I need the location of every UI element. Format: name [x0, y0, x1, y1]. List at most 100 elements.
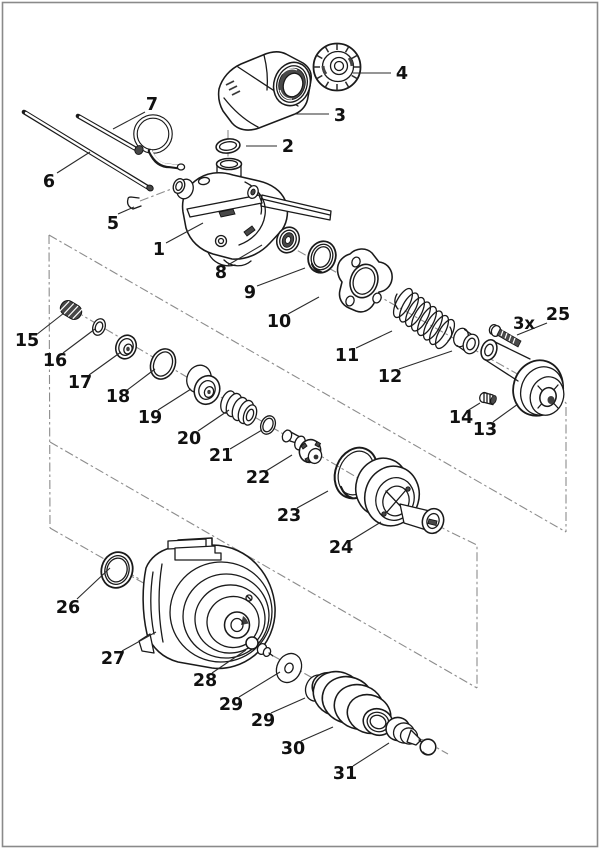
- callout-22: 22: [246, 468, 270, 488]
- part-14-plug-screw: [479, 391, 497, 406]
- part-12-bushing: [453, 327, 480, 355]
- part-20-ribbed-barrel: [220, 390, 258, 426]
- leader-29a: [238, 671, 281, 698]
- callout-29b: 29: [251, 711, 275, 731]
- leader-23: [296, 490, 329, 509]
- callout-29a: 29: [219, 695, 243, 715]
- callout-9: 9: [244, 283, 256, 303]
- part-16-washer: [92, 318, 106, 336]
- leader-25: [516, 322, 548, 336]
- leader-lines: [35, 72, 548, 767]
- callout-25: 25: [546, 305, 570, 325]
- axis-frame-mid: [49, 441, 478, 689]
- part-2-oring: [215, 138, 241, 154]
- leader-17: [88, 351, 122, 376]
- callout-15: 15: [15, 331, 39, 351]
- part-9-seal-ring: [307, 240, 337, 274]
- leader-18: [125, 368, 156, 392]
- callout-10: 10: [267, 312, 291, 332]
- part-28-ball-fitting: [245, 636, 274, 658]
- part-21-oring: [259, 415, 277, 435]
- leader-14: [466, 402, 481, 412]
- axis-frame-left: [48, 234, 51, 529]
- part-7-hose: [75, 113, 186, 171]
- leader-20: [197, 409, 230, 432]
- leader-11: [355, 330, 393, 349]
- callout-6: 6: [43, 172, 55, 192]
- leader-22: [265, 454, 293, 472]
- leader-31: [352, 742, 390, 767]
- leader-6: [56, 151, 91, 174]
- callout-28: 28: [193, 671, 217, 691]
- callout-14: 14: [449, 408, 473, 428]
- leader-27: [121, 631, 157, 652]
- callout-21: 21: [209, 446, 233, 466]
- part-4-cap: [312, 42, 362, 92]
- leader-9: [256, 267, 306, 287]
- part-24-bearing-hub: [354, 457, 445, 535]
- callout-30: 30: [281, 739, 305, 759]
- callout-12: 12: [378, 367, 402, 387]
- part-30-bellows: [311, 670, 394, 737]
- part-26-seal-ring: [100, 551, 134, 589]
- callout-19: 19: [138, 408, 162, 428]
- leader-16: [62, 328, 96, 354]
- quantity-label-3x: 3x: [513, 314, 535, 333]
- callout-1: 1: [153, 240, 165, 260]
- leader-1: [165, 222, 204, 244]
- callout-3: 3: [334, 106, 346, 126]
- part-18-oring: [149, 348, 177, 380]
- callout-2: 2: [282, 137, 294, 157]
- axis-clip: [139, 187, 175, 202]
- part-1-pump-body: [172, 157, 332, 267]
- part-6-suction-tube: [21, 109, 154, 192]
- leader-13: [492, 403, 519, 423]
- part-15-spring: [59, 300, 83, 320]
- callout-labels: 1 2 3 4 5 6 7 8 9 10 11 12 13 14 15 16 1…: [15, 64, 570, 784]
- callout-17: 17: [68, 373, 92, 393]
- callout-23: 23: [277, 506, 301, 526]
- callout-27: 27: [101, 649, 125, 669]
- part-13-valve-housing: [480, 339, 565, 417]
- leader-29b: [270, 697, 306, 714]
- part-22-valve-stem: [281, 429, 323, 465]
- part-10-flange-plate: [336, 248, 393, 313]
- leader-10: [287, 296, 320, 315]
- callout-8: 8: [215, 263, 227, 283]
- callout-13: 13: [473, 420, 497, 440]
- leader-5: [117, 206, 135, 215]
- callout-7: 7: [146, 95, 158, 115]
- callout-24: 24: [329, 538, 353, 558]
- part-25-screw: [488, 323, 522, 348]
- axis-group-piston: [74, 310, 478, 688]
- leader-21: [229, 429, 263, 450]
- callout-26: 26: [56, 598, 80, 618]
- part-8-seal: [275, 226, 301, 254]
- axis-frame-top: [48, 234, 567, 533]
- part-27-motor-unit: [138, 537, 276, 670]
- leader-24: [349, 521, 382, 542]
- part-29-washer-1: [275, 652, 303, 684]
- leader-7: [112, 111, 146, 130]
- callout-18: 18: [106, 387, 130, 407]
- leader-19: [157, 388, 192, 411]
- axis-frame-right-upper: [555, 393, 567, 532]
- part-19-piston: [186, 364, 221, 406]
- part-3-tank: [217, 51, 312, 131]
- callout-11: 11: [335, 346, 359, 366]
- leader-12: [398, 350, 453, 370]
- leader-28: [211, 649, 247, 674]
- leader-30: [300, 726, 334, 742]
- callout-4: 4: [396, 64, 408, 84]
- callout-31: 31: [333, 764, 357, 784]
- part-17-hub-washer: [114, 334, 138, 360]
- callout-16: 16: [43, 351, 67, 371]
- callout-5: 5: [107, 214, 119, 234]
- callout-20: 20: [177, 429, 201, 449]
- leader-15: [35, 312, 65, 336]
- part-5-clip: [126, 196, 142, 210]
- leader-8: [227, 244, 263, 266]
